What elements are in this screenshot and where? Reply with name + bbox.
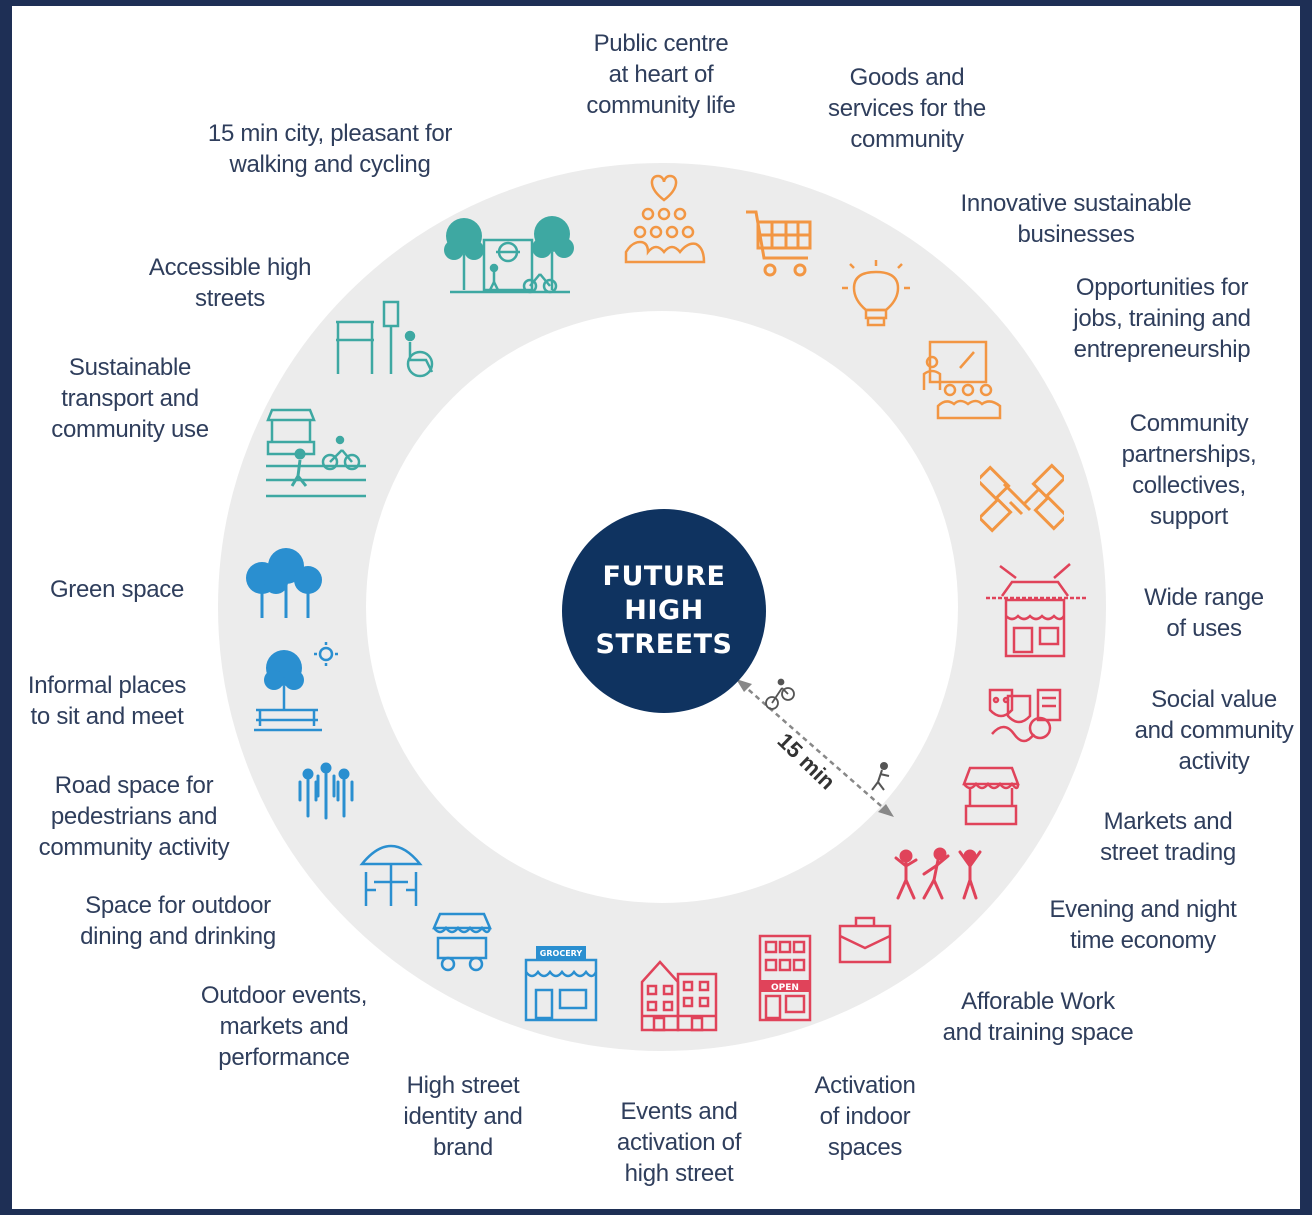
ring-band: [218, 163, 1106, 1051]
label-markets-street-trading: Markets and street trading: [1100, 808, 1236, 866]
open-shop-building-icon: OPEN: [758, 934, 812, 1022]
label-outdoor-dining: Space for outdoor dining and drinking: [80, 892, 276, 950]
briefcase-icon: [838, 916, 892, 964]
shopping-cart-icon: [746, 210, 812, 277]
town-buildings-icon: [640, 960, 718, 1032]
label-15-min-city: 15 min city, pleasant for walking and cy…: [207, 120, 453, 178]
label-social-value: Social value and community activity: [1134, 686, 1294, 775]
label-affordable-work-space: Afforable Work and training space: [942, 988, 1134, 1046]
grocery-store-icon: GROCERY: [524, 946, 598, 1022]
community-heart-icon: [624, 174, 706, 264]
label-road-space: Road space for pedestrians and community…: [38, 772, 230, 861]
label-informal-places: Informal places to sit and meet: [27, 672, 187, 730]
transport-stall-cycle-icon: [266, 408, 366, 498]
accessible-wheelchair-icon: [336, 300, 434, 378]
grocery-sign: GROCERY: [540, 949, 583, 958]
food-cart-icon: [432, 912, 492, 972]
label-community-partnerships: Community partnerships, collectives, sup…: [1121, 410, 1257, 530]
walk-cycle-city-icon: [444, 216, 574, 294]
theatre-masks-icon: [988, 688, 1062, 743]
label-wide-range-of-uses: Wide range of uses: [1144, 584, 1264, 642]
label-sustainable-transport: Sustainable transport and community use: [51, 354, 209, 443]
walker-small-icon: [871, 762, 890, 791]
label-opportunities: Opportunities for jobs, training and ent…: [1073, 274, 1251, 363]
label-innovative-businesses: Innovative sustainable businesses: [960, 190, 1192, 248]
outdoor-dining-icon: [359, 844, 423, 906]
label-green-space: Green space: [49, 576, 185, 603]
label-high-street-identity: High street identity and brand: [403, 1072, 523, 1161]
mixed-use-building-icon: [986, 563, 1088, 658]
label-public-centre: Public centre at heart of community life: [586, 30, 736, 119]
handshake-icon: [980, 463, 1064, 533]
label-evening-night-economy: Evening and night time economy: [1049, 896, 1237, 954]
bike-small-icon: [765, 678, 795, 710]
center-hub: FUTURE HIGH STREETS: [562, 509, 766, 713]
dancers-icon: [894, 847, 982, 900]
label-accessible-high-streets: Accessible high streets: [148, 254, 312, 312]
label-activation-indoor: Activation of indoor spaces: [814, 1072, 916, 1161]
open-sign: OPEN: [771, 983, 799, 993]
pedestrian-group-icon: [298, 762, 354, 820]
label-events-activation: Events and activation of high street: [616, 1098, 742, 1187]
center-title: FUTURE HIGH STREETS: [595, 561, 733, 660]
classroom-icon: [922, 340, 1002, 420]
lightbulb-icon: [842, 260, 910, 327]
market-stall-icon: [962, 766, 1020, 826]
bench-tree-icon: [254, 642, 338, 732]
green-trees-icon: [246, 548, 322, 618]
label-outdoor-events: Outdoor events, markets and performance: [200, 982, 368, 1071]
label-goods-services: Goods and services for the community: [828, 64, 986, 153]
